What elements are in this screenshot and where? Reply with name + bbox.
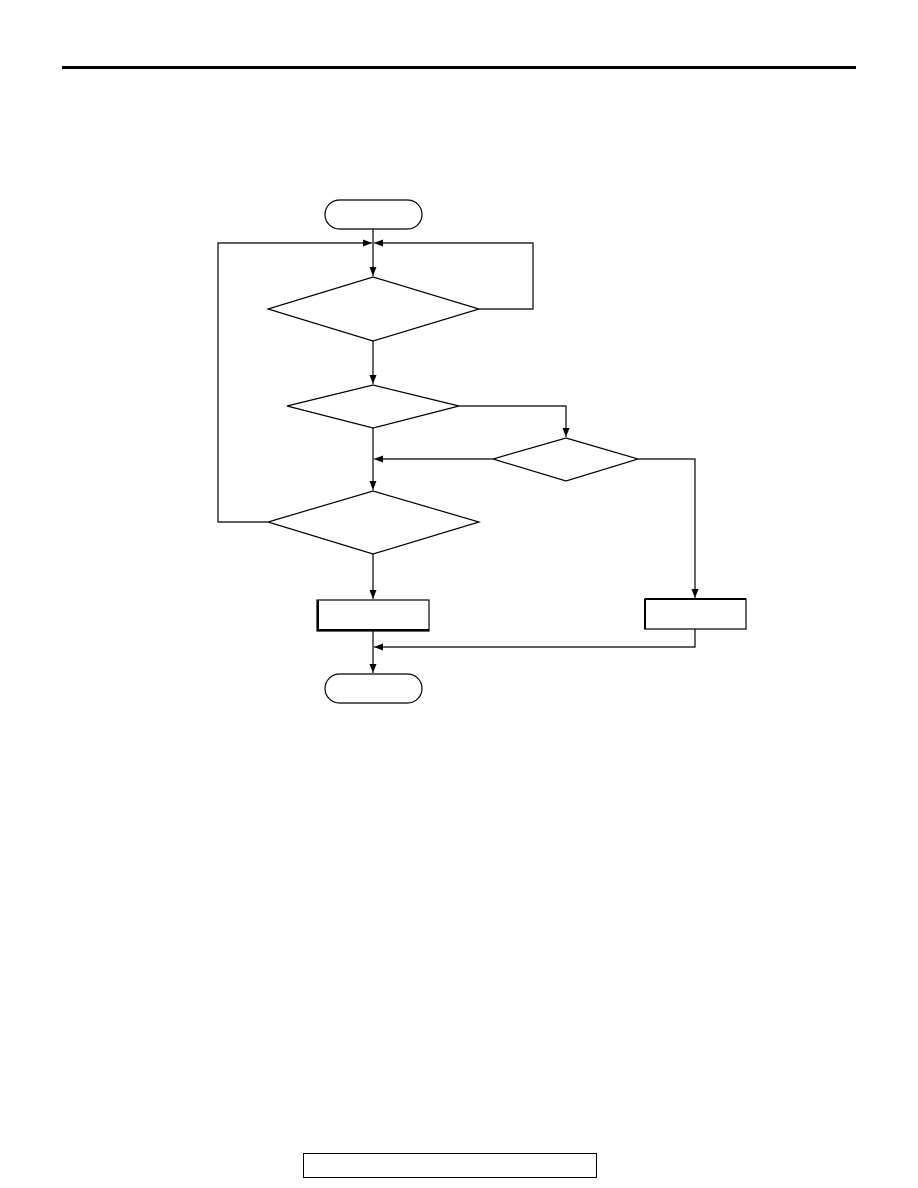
decision-1	[265, 276, 482, 342]
footer-box	[303, 1153, 597, 1178]
start-terminator	[324, 199, 423, 230]
edge-decision-2-to-decision-3	[459, 405, 570, 437]
edge-process-right-to-end	[374, 629, 696, 651]
edge-decision-3-to-process-right	[638, 458, 699, 598]
decision-4	[265, 490, 482, 555]
edge-decision-4-loop-left	[217, 239, 372, 523]
end-terminator	[324, 673, 423, 704]
header-rule	[62, 66, 856, 69]
decision-3	[490, 437, 641, 482]
process-right	[644, 598, 747, 630]
process-left	[316, 599, 430, 632]
decision-2	[286, 384, 460, 429]
edge-decision-1-loop-right	[374, 239, 534, 310]
